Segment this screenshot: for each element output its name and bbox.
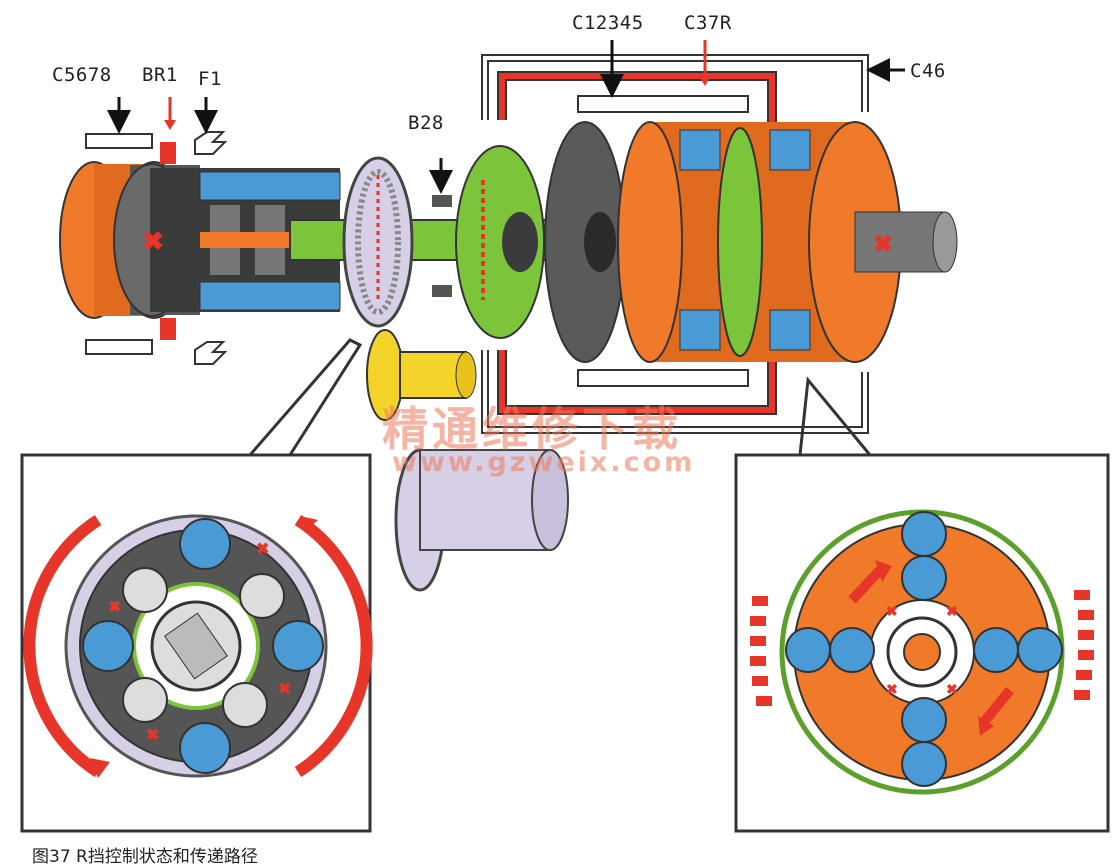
left-zoom-x-icon-2: ✖	[108, 599, 121, 616]
right-hub-x-icon: ✖	[873, 231, 893, 258]
left-zoom-x-icon-1: ✖	[256, 541, 269, 558]
left-zoom-x-icon-4: ✖	[146, 727, 159, 744]
ring-gear	[342, 156, 414, 328]
upper-piston-plate	[577, 95, 749, 113]
label-c37r: C37R	[684, 12, 732, 34]
lower-piston-plate	[577, 369, 749, 387]
right-zoom-x-icon-4: ✖	[946, 681, 958, 697]
br1-band-top	[160, 142, 176, 164]
right-zoom-panel	[734, 453, 1110, 833]
c5678-pad-bottom	[85, 339, 153, 355]
watermark-url: www.gzweix.com	[392, 447, 696, 478]
label-c46: C46	[910, 60, 946, 82]
right-zoom-x-icon-3: ✖	[886, 681, 898, 697]
watermark-title: 精通维修下载	[382, 402, 682, 456]
left-zoom-x-icon-3: ✖	[278, 681, 291, 698]
left-zoom-panel	[20, 453, 373, 833]
b28-block-top	[432, 195, 452, 207]
label-c5678: C5678	[52, 64, 112, 86]
right-callout-line	[798, 376, 872, 456]
label-b28: B28	[408, 112, 444, 134]
b28-block-bottom	[432, 285, 452, 297]
br1-band-bottom	[160, 318, 176, 340]
output-gears	[366, 329, 569, 592]
f1-clutch-bottom	[194, 341, 228, 365]
gray-drum	[544, 121, 626, 363]
label-f1: F1	[198, 68, 222, 90]
f1-clutch-top	[194, 131, 228, 155]
figure-caption: 图37 R挡控制状态和传递路径	[32, 847, 258, 867]
label-br1: BR1	[142, 64, 178, 86]
right-zoom-x-icon-2: ✖	[946, 603, 958, 619]
green-drum	[455, 145, 545, 339]
label-c12345: C12345	[572, 12, 644, 34]
right-zoom-x-icon-1: ✖	[886, 603, 898, 619]
left-hub-x-icon: ✖	[142, 226, 164, 256]
left-planetary-unit	[59, 161, 350, 319]
right-clutch-drum	[617, 121, 958, 363]
left-callout-line	[248, 338, 363, 456]
c5678-pad-top	[85, 133, 153, 149]
